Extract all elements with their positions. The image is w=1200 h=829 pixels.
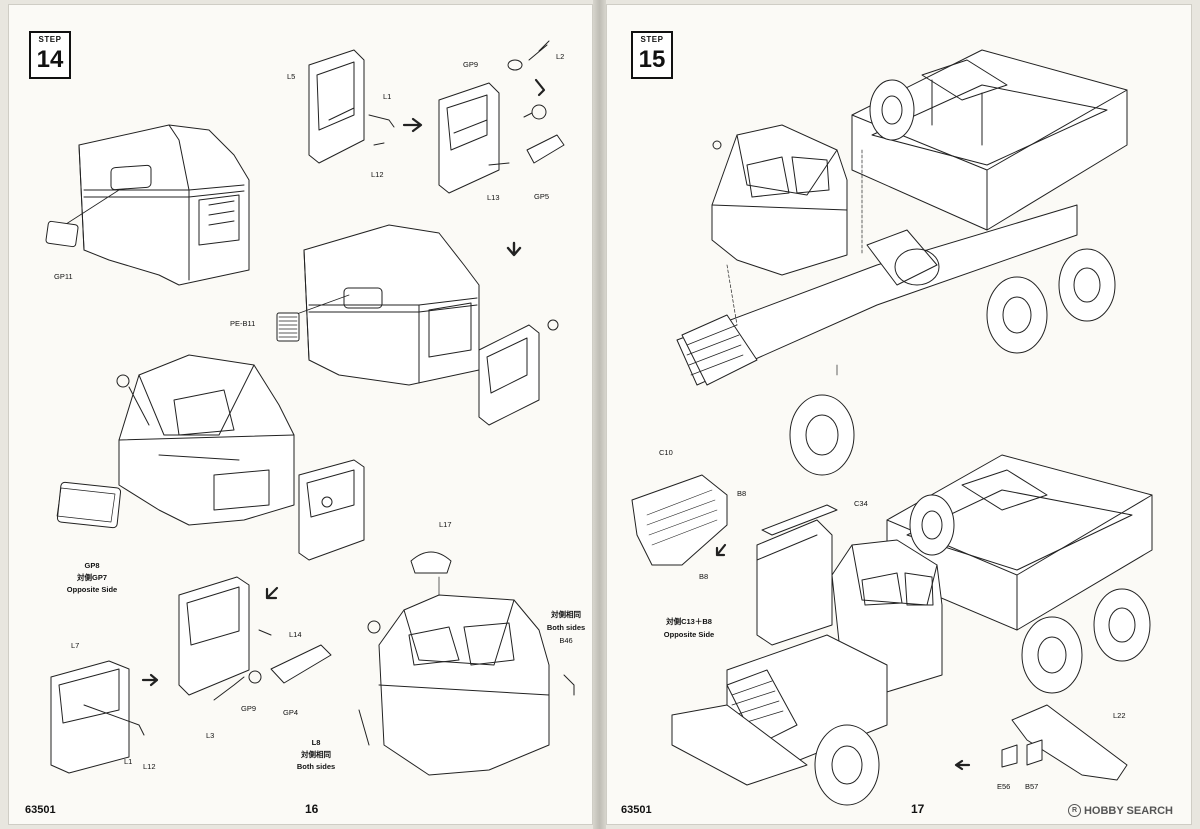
label-l5: L5 [287, 72, 296, 81]
step-14-cab-assembly-illustration [45, 40, 575, 776]
label-gp7-cn: 対側GP7 [76, 573, 108, 582]
door-drawing-l5 [308, 49, 395, 164]
cab-drawing-3 [116, 354, 295, 526]
page-number: 16 [305, 802, 319, 816]
l17-visor-part [410, 551, 452, 574]
label-l22: L22 [1113, 711, 1126, 720]
truck-drawing-lower [631, 454, 1153, 806]
step-15-truck-assembly-illustration [631, 49, 1153, 806]
step-15-badge: STEP 15 [631, 31, 673, 79]
label-l3: L3 [206, 731, 215, 740]
door-drawing-cab3 [298, 459, 365, 561]
cab-drawing-4 [358, 594, 575, 776]
label-b57: B57 [1025, 782, 1039, 791]
label-c34: C34 [854, 499, 868, 508]
label-gp7-en: Opposite Side [66, 585, 118, 594]
label-b8-bottom: B8 [699, 572, 709, 581]
label-b8-top: B8 [737, 489, 747, 498]
label-l13: L13 [487, 193, 500, 202]
label-l17: L17 [439, 520, 452, 529]
label-c13-cn: 対側C13＋B8 [666, 617, 712, 626]
label-pe-b11: PE-B11 [230, 319, 256, 328]
book-gutter [593, 0, 606, 829]
registered-icon: R [1067, 804, 1081, 817]
label-c10: C10 [659, 448, 673, 457]
label-gp5: GP5 [534, 192, 550, 201]
label-gp4: GP4 [283, 708, 299, 717]
label-both-sides-cn: 対側相同 [551, 610, 581, 619]
cab-drawing-1 [48, 124, 250, 286]
arrow-right-1 [402, 117, 423, 133]
instruction-page-left: STEP 14 L5 L1 L12 GP9 L2 L13 GP5 GP11 PE… [8, 4, 593, 825]
label-l2: L2 [556, 52, 565, 61]
step-number: 14 [36, 46, 64, 73]
step-label: STEP [640, 35, 664, 44]
label-gp11: GP11 [54, 272, 73, 281]
label-l12-top: L12 [371, 170, 384, 179]
gp11-window-part [45, 220, 79, 248]
truck-drawing-upper [676, 49, 1128, 476]
label-both-sides-en: Both sides [546, 623, 586, 632]
label-gp9-bottom: GP9 [241, 704, 257, 713]
arrow-down-left-1 [265, 586, 279, 600]
wheel-rear-1 [986, 276, 1048, 354]
gp9-mirror-part-2 [248, 670, 262, 684]
label-gp8: GP8 [84, 561, 100, 570]
label-l8-cn: 対側相同 [301, 750, 331, 759]
label-gp9-top: GP9 [463, 60, 479, 69]
instruction-page-right: STEP 15 C10 B8 B8 C34 対側C13＋B8 Opposite … [606, 4, 1192, 825]
wheel-front [789, 394, 855, 476]
pe-b11-grille-part [276, 312, 300, 342]
label-l7: L7 [71, 641, 80, 650]
label-l14: L14 [289, 630, 302, 639]
page-number: 17 [911, 802, 925, 816]
label-c13-en: Opposite Side [663, 630, 715, 639]
arrow-right-2 [141, 673, 159, 687]
arrow-down-1 [534, 78, 546, 97]
wheel-rear-2 [1058, 248, 1116, 322]
label-l1-top: L1 [383, 92, 392, 101]
hobby-search-watermark: R HOBBY SEARCH [1067, 804, 1173, 817]
step-label: STEP [38, 35, 62, 44]
arrow-left-1 [954, 759, 971, 771]
label-l8-en: Both sides [296, 762, 336, 771]
door-drawing-assembled [438, 82, 565, 194]
door-drawing-l7 [50, 660, 145, 774]
label-e56: E56 [997, 782, 1011, 791]
label-b46: B46 [559, 636, 573, 645]
kit-number: 63501 [25, 804, 56, 816]
door-drawing-l14 [178, 576, 272, 701]
watermark-text: HOBBY SEARCH [1083, 804, 1173, 817]
step-number: 15 [638, 46, 666, 73]
step-14-badge: STEP 14 [29, 31, 71, 79]
arrow-down-left-2 [715, 543, 727, 557]
gp9-mirror-part [507, 59, 523, 71]
label-l1-bottom: L1 [124, 757, 133, 766]
label-l8: L8 [311, 738, 321, 747]
gp4-window-part [270, 644, 332, 684]
door-drawing-side [478, 319, 559, 426]
label-l12-bottom: L12 [143, 762, 156, 771]
l22-part [1011, 704, 1128, 781]
cab-drawing-2 [293, 224, 480, 386]
arrow-down-2 [506, 241, 522, 257]
kit-number: 63501 [621, 804, 652, 816]
